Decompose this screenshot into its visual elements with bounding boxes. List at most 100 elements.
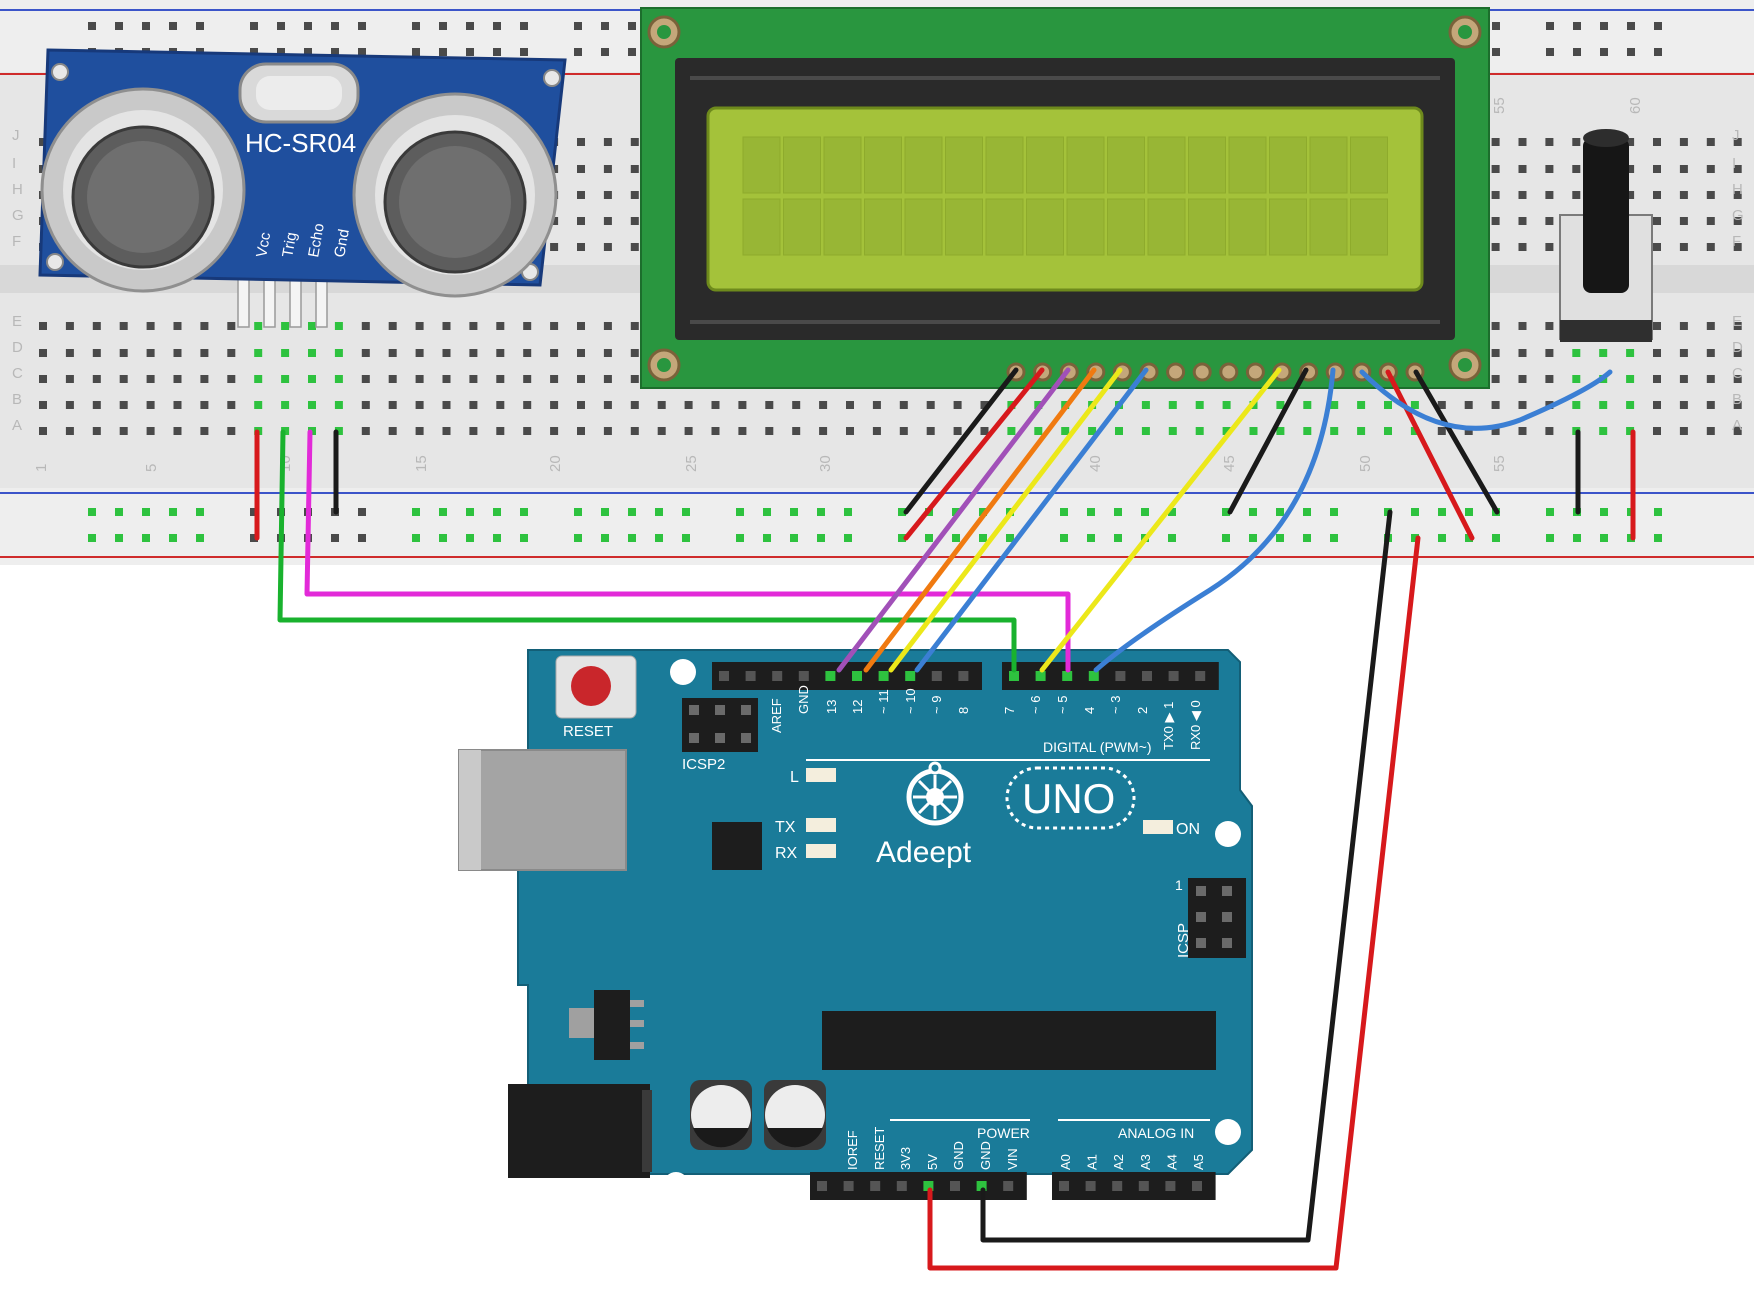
power-pin-label: IOREF xyxy=(845,1130,860,1170)
breadboard-hole xyxy=(334,427,343,435)
uno-badge xyxy=(1005,766,1136,830)
breadboard-hole xyxy=(953,401,962,409)
rail-hole xyxy=(601,508,609,516)
breadboard-hole xyxy=(119,322,128,330)
row-letter: I xyxy=(12,155,16,172)
rail-hole xyxy=(1654,22,1662,30)
breadboard-hole xyxy=(227,427,236,435)
rail-hole xyxy=(601,22,609,30)
breadboard-hole xyxy=(361,427,370,435)
rail-hole xyxy=(817,508,825,516)
breadboard-hole xyxy=(1195,427,1204,435)
power-pin-label: GND xyxy=(978,1141,993,1170)
breadboard-hole xyxy=(1410,401,1419,409)
breadboard-hole xyxy=(388,427,397,435)
breadboard-hole xyxy=(227,401,236,409)
digital-header-a-pin xyxy=(958,671,969,681)
breadboard-hole xyxy=(1733,191,1742,199)
breadboard-hole xyxy=(1653,427,1661,435)
breadboard-hole xyxy=(119,427,128,435)
digital-header-b-pin xyxy=(1088,671,1099,681)
rail-hole xyxy=(1654,534,1662,542)
digital-pin-label: 13 xyxy=(824,700,839,714)
rail-hole xyxy=(304,48,312,56)
breadboard-hole xyxy=(1384,401,1392,409)
rail-hole xyxy=(1492,534,1500,542)
hc-sr04-sensor: HC-SR04 Vcc Trig Echo Gnd xyxy=(38,48,567,328)
rail-hole xyxy=(601,48,609,56)
breadboard-hole xyxy=(1545,243,1554,251)
breadboard-hole xyxy=(550,322,559,330)
breadboard-hole xyxy=(1141,401,1150,409)
rail-hole xyxy=(439,22,447,30)
breadboard-hole xyxy=(496,427,505,435)
column-number: 40 xyxy=(1087,455,1104,472)
breadboard-hole xyxy=(496,401,505,409)
wire-lcd-d6 xyxy=(863,367,1097,673)
breadboard-hole xyxy=(1626,375,1635,383)
icsp-pin xyxy=(1222,938,1232,948)
rail-hole xyxy=(628,508,636,516)
breadboard-hole xyxy=(1733,243,1742,251)
icsp-pin xyxy=(1222,886,1232,896)
breadboard-hole xyxy=(1679,217,1688,225)
row-letter: F xyxy=(12,233,21,250)
digital-header-a-pin xyxy=(878,671,889,681)
rail-hole xyxy=(1276,508,1284,516)
lcd-character-cell xyxy=(985,136,1024,194)
breadboard-hole xyxy=(388,349,397,357)
analog-header-pin xyxy=(1085,1181,1096,1191)
breadboard-hole xyxy=(308,349,316,357)
breadboard-hole xyxy=(415,375,424,383)
breadboard-hole xyxy=(630,138,639,146)
analog-pin-label: A1 xyxy=(1085,1154,1100,1170)
breadboard-hole xyxy=(603,401,612,409)
on-label: ON xyxy=(1176,821,1200,838)
icsp-header xyxy=(1188,878,1246,958)
rail-hole xyxy=(1330,508,1338,516)
breadboard-hole xyxy=(1249,427,1258,435)
rail-hole xyxy=(1465,508,1473,516)
breadboard-hole xyxy=(1679,322,1688,330)
lcd-character-cell xyxy=(783,198,821,256)
row-letter: G xyxy=(12,207,24,224)
breadboard-hole xyxy=(119,375,128,383)
wire-lcd-vdd xyxy=(903,367,1045,541)
breadboard-hole xyxy=(442,427,451,435)
digital-header-b-pin xyxy=(1168,671,1179,681)
breadboard-hole xyxy=(388,401,397,409)
breadboard-hole xyxy=(577,349,585,357)
breadboard-hole xyxy=(92,375,101,383)
breadboard-hole xyxy=(846,427,854,435)
breadboard-hole xyxy=(469,375,478,383)
rail-hole xyxy=(358,48,366,56)
breadboard-hole xyxy=(1653,243,1661,251)
breadboard-hole xyxy=(1626,349,1635,357)
rail-hole xyxy=(1600,48,1608,56)
breadboard-hole xyxy=(1679,427,1688,435)
lcd-character-cell xyxy=(864,198,902,256)
breadboard-hole xyxy=(1626,138,1635,146)
breadboard-hole xyxy=(200,349,209,357)
lcd-character-cell xyxy=(1026,136,1064,194)
breadboard-hole xyxy=(39,401,47,409)
digital-pin-label: 2 xyxy=(1135,707,1150,714)
wire-lcd-backlight-minus xyxy=(1413,369,1500,515)
lcd-character-cell xyxy=(904,198,943,256)
digital-header-a-pin xyxy=(852,671,862,681)
wire-lcd-vss xyxy=(903,367,1019,515)
wire-echo xyxy=(304,429,1071,673)
breadboard-hole xyxy=(1706,165,1715,173)
breadboard-hole xyxy=(1706,375,1715,383)
lcd-character-cell xyxy=(985,198,1024,256)
analog-pin-label: A4 xyxy=(1164,1154,1179,1170)
rail-hole xyxy=(304,22,312,30)
breadboard-hole xyxy=(872,427,881,435)
digital-header-a-pin xyxy=(745,671,756,681)
digital-pin-label: AREF xyxy=(769,698,784,733)
digital-header-a-pin xyxy=(931,671,942,681)
rail-hole xyxy=(142,22,150,30)
breadboard-hole xyxy=(1545,322,1554,330)
breadboard-hole xyxy=(577,165,585,173)
power-header-pin xyxy=(817,1181,827,1191)
